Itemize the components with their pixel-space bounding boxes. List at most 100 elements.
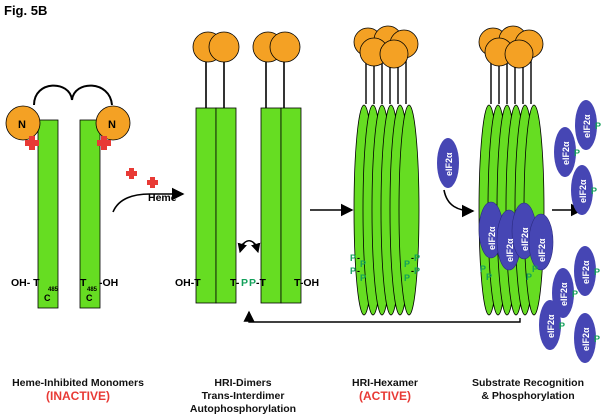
released-eif2a-4-label: eIF2α bbox=[581, 260, 591, 284]
caption-monomers-title: Heme-Inhibited Monomers bbox=[12, 377, 144, 389]
dimer-p-right: P bbox=[249, 277, 256, 289]
monomer-left-n-label: N bbox=[18, 119, 26, 131]
released-eif2a-1-label: eIF2α bbox=[582, 114, 592, 138]
bound-eif2a-1-label: eIF2α bbox=[487, 226, 497, 250]
hex-p-left-3: P bbox=[360, 259, 366, 269]
hex-head-5 bbox=[379, 39, 409, 69]
released-eif2a-3-label: eIF2α bbox=[578, 179, 588, 203]
hex-p-left-2: P bbox=[350, 266, 356, 276]
hex-dash-right-2: - bbox=[411, 266, 414, 276]
dimer-right-label: T-OH bbox=[294, 277, 319, 289]
released-eif2a-5-p: P bbox=[572, 289, 578, 299]
feedback-arrow bbox=[243, 310, 521, 323]
cx-p-right-2: P bbox=[526, 272, 532, 282]
bound-eif2a-4-label: eIF2α bbox=[537, 238, 547, 262]
cx-p-left-1: P bbox=[480, 264, 486, 274]
hex-rod-6 bbox=[398, 104, 420, 316]
caption-hexamer-state: (ACTIVE) bbox=[359, 389, 411, 403]
trans-phospho-arrow-left bbox=[237, 240, 259, 254]
dimer-bar-3 bbox=[260, 107, 282, 304]
hex-dash-left-1: - bbox=[357, 253, 360, 263]
cx-p-right-1: P bbox=[532, 264, 538, 274]
heme-cross-free-1 bbox=[126, 168, 137, 179]
hex-dash-right-1: - bbox=[411, 253, 414, 263]
dimer-group: OH-T T- P P -T T-OH bbox=[175, 31, 319, 304]
released-eif2a-3 bbox=[571, 165, 593, 215]
monomer-left-residue-number: 485 bbox=[48, 287, 59, 293]
dimer-head-4 bbox=[269, 31, 301, 63]
caption-substrate-line1: Substrate Recognition bbox=[471, 377, 584, 389]
hex-p-right-3: P bbox=[404, 259, 410, 269]
released-eif2a-7-label: eIF2α bbox=[581, 327, 591, 351]
hexamer-group: P - P - P P - P - P P P bbox=[350, 25, 420, 316]
monomer-left-c-label: C bbox=[44, 293, 51, 303]
monomer-right-n-label: N bbox=[108, 119, 116, 131]
released-eif2a-group: eIF2α P eIF2α P eIF2α P eIF2α P eIF2α P … bbox=[539, 100, 601, 363]
dimer-p-left: P bbox=[241, 277, 248, 289]
dimer-head-2 bbox=[208, 31, 240, 63]
eif2a-binding-arrow bbox=[443, 189, 475, 218]
monomer-right-residue-number: 485 bbox=[87, 287, 98, 293]
released-eif2a-6-label: eIF2α bbox=[546, 314, 556, 338]
hex-p-right-2: P bbox=[414, 266, 420, 276]
monomer-right-bar bbox=[79, 119, 101, 309]
monomer-right-n-domain bbox=[95, 105, 131, 141]
heme-release-arrow bbox=[112, 187, 185, 213]
caption-dimers-line2: Trans-Interdimer bbox=[201, 390, 285, 402]
heme-label: Heme bbox=[148, 192, 177, 204]
eif2a-free-oval bbox=[437, 138, 459, 188]
bound-eif2a-3-label: eIF2α bbox=[520, 227, 530, 251]
released-eif2a-7 bbox=[574, 313, 596, 363]
dimer-bar-2 bbox=[215, 107, 237, 304]
released-eif2a-2 bbox=[554, 127, 576, 177]
caption-dimers: HRI-Dimers Trans-Interdimer Autophosphor… bbox=[168, 377, 318, 415]
released-eif2a-3-p: P bbox=[591, 186, 597, 196]
caption-substrate: Substrate Recognition & Phosphorylation bbox=[458, 377, 598, 403]
bound-eif2a-2-label: eIF2α bbox=[505, 238, 515, 262]
released-eif2a-4-p: P bbox=[594, 267, 600, 277]
monomer-group: N N OH- T 485 T 485 -OH C C bbox=[5, 84, 131, 309]
monomer-left-bar bbox=[37, 119, 59, 309]
caption-hexamer-title: HRI-Hexamer bbox=[352, 377, 418, 389]
released-eif2a-2-p: P bbox=[574, 148, 580, 158]
heme-cross-left bbox=[25, 136, 39, 150]
eif2a-entering: eIF2α bbox=[437, 138, 475, 218]
released-eif2a-5-label: eIF2α bbox=[559, 282, 569, 306]
released-eif2a-6 bbox=[539, 300, 561, 350]
monomer-left-residue: OH- T bbox=[11, 277, 40, 289]
cx-head-5 bbox=[504, 39, 534, 69]
caption-monomers: Heme-Inhibited Monomers (INACTIVE) bbox=[8, 377, 148, 403]
dimer-left-label: OH-T bbox=[175, 277, 201, 289]
released-eif2a-5 bbox=[552, 268, 574, 318]
released-eif2a-7-p: P bbox=[594, 334, 600, 344]
released-eif2a-2-label: eIF2α bbox=[561, 141, 571, 165]
dimer-bar-1 bbox=[195, 107, 217, 304]
monomer-right-loop bbox=[71, 84, 113, 106]
heme-release: Heme bbox=[112, 168, 185, 213]
monomer-right-c-label: C bbox=[86, 293, 93, 303]
released-eif2a-4 bbox=[574, 246, 596, 296]
caption-dimers-line3: Autophosphorylation bbox=[189, 403, 297, 415]
dimer-mid-right-label: -T bbox=[256, 277, 266, 289]
monomer-right-t: T bbox=[80, 277, 87, 289]
dimer-mid-left-label: T- bbox=[230, 277, 240, 289]
released-eif2a-6-p: P bbox=[559, 321, 565, 331]
eif2a-free-label: eIF2α bbox=[444, 152, 454, 176]
bound-eif2a-4 bbox=[528, 213, 554, 271]
heme-cross-free-2 bbox=[147, 177, 158, 188]
caption-hexamer: HRI-Hexamer (ACTIVE) bbox=[345, 377, 425, 403]
figure-label: Fig. 5B bbox=[4, 3, 47, 18]
hex-p-right-1: P bbox=[414, 253, 420, 263]
dimer-bar-4 bbox=[280, 107, 302, 304]
hex-p-left-4: P bbox=[360, 273, 366, 283]
cx-p-left-2: P bbox=[486, 272, 492, 282]
caption-monomers-state: (INACTIVE) bbox=[46, 389, 110, 403]
monomer-left-loop bbox=[33, 84, 73, 106]
monomer-left-n-domain bbox=[5, 105, 41, 141]
hex-p-right-4: P bbox=[404, 273, 410, 283]
hex-p-left-1: P bbox=[350, 253, 356, 263]
released-eif2a-1 bbox=[575, 100, 597, 150]
caption-dimers-line1: HRI-Dimers bbox=[214, 377, 272, 389]
